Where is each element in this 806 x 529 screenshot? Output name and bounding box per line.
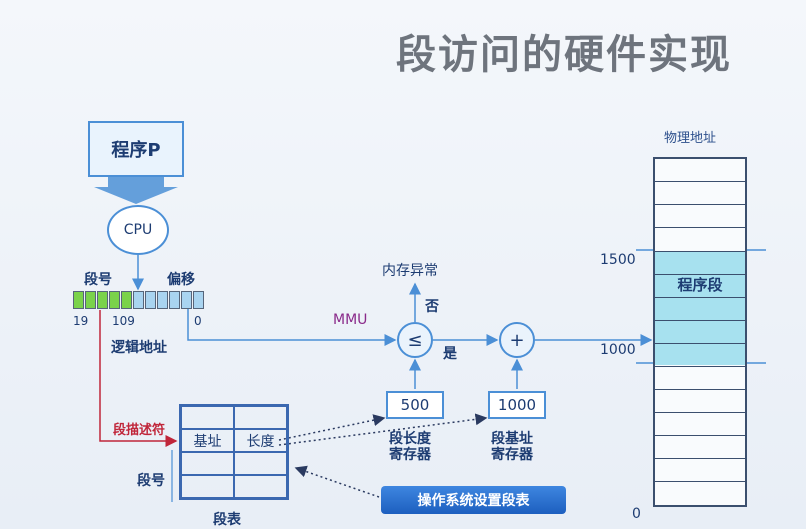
memory-row-divider (655, 435, 745, 436)
bit-cell (193, 291, 204, 309)
mmu-label: MMU (333, 312, 368, 328)
page-title: 段访问的硬件实现 (396, 32, 732, 78)
program-box: 程序P (88, 121, 184, 177)
address-0-label: 0 (632, 506, 641, 522)
segment-number-label: 段号 (84, 272, 112, 288)
bit-cell (133, 291, 144, 309)
bit-cell (157, 291, 168, 309)
seg-base-line1: 段基址 (491, 431, 533, 447)
bit-cell (73, 291, 84, 309)
memory-row-divider (655, 458, 745, 459)
segment-table-cell (234, 452, 287, 475)
segment-table: 基址 长度 (179, 404, 289, 500)
bit-cell (145, 291, 156, 309)
seg-length-line2: 寄存器 (389, 447, 431, 463)
logical-address-label: 逻辑地址 (111, 340, 167, 356)
segment-descriptor-label: 段描述符 (113, 423, 166, 438)
offset-label: 偏移 (167, 272, 195, 288)
memory-row-divider (655, 204, 745, 205)
memory-row-divider (655, 251, 745, 252)
segment-table-cell (181, 452, 234, 475)
memory-row-divider (655, 389, 745, 390)
compare-operator: ≤ (397, 322, 433, 358)
memory-row-divider (655, 343, 745, 344)
program-to-cpu-arrow (94, 177, 178, 204)
segment-table-base-header: 基址 (181, 429, 234, 452)
address-1500-label: 1500 (600, 252, 636, 268)
memory-row-divider (655, 297, 745, 298)
segment-length-register-label: 段长度 寄存器 (389, 431, 431, 463)
bit-0-label: 0 (194, 314, 202, 328)
bit-cell (85, 291, 96, 309)
segnum-to-table-line (99, 310, 178, 447)
segment-table-label: 段表 (213, 512, 241, 528)
segment-base-register: 1000 (488, 391, 546, 419)
memory-row-divider (655, 366, 745, 367)
no-label: 否 (425, 299, 439, 315)
memory-row-divider (655, 227, 745, 228)
memory-row-divider (655, 274, 745, 275)
cpu-circle: CPU (107, 205, 169, 255)
memory-exception-label: 内存异常 (382, 263, 438, 279)
offset-to-compare-line (187, 309, 397, 346)
bit-cell (121, 291, 132, 309)
add-operator: + (499, 322, 535, 358)
logical-address-bits (73, 291, 205, 309)
segment-table-cell (234, 475, 287, 498)
memory-row-divider (655, 320, 745, 321)
segment-table-cell (234, 406, 287, 429)
bit-cell (109, 291, 120, 309)
segment-table-cell (181, 406, 234, 429)
memory-row-divider (655, 481, 745, 482)
segment-table-cell (181, 475, 234, 498)
physical-address-label: 物理地址 (664, 131, 717, 146)
program-segment-label: 程序段 (677, 276, 723, 294)
seg-base-line2: 寄存器 (491, 447, 533, 463)
memory-row-divider (655, 181, 745, 182)
seg-length-line1: 段长度 (389, 431, 431, 447)
bit-cell (97, 291, 108, 309)
segment-length-register: 500 (386, 391, 444, 419)
memory-row-divider (655, 412, 745, 413)
segment-table-side-label: 段号 (137, 473, 165, 489)
physical-memory: 程序段 (653, 157, 747, 507)
os-to-table-dotted (294, 465, 380, 498)
bit-109-label: 109 (112, 314, 135, 328)
segment-table-length-header: 长度 (234, 429, 287, 452)
bit-cell (169, 291, 180, 309)
os-set-segment-table-button[interactable]: 操作系统设置段表 (381, 486, 566, 514)
bit-cell (181, 291, 192, 309)
address-1000-label: 1000 (600, 342, 636, 358)
table-to-base-reg-dotted (278, 413, 488, 446)
bit-19-label: 19 (73, 314, 89, 328)
program-segment-block (655, 252, 745, 365)
segment-base-register-label: 段基址 寄存器 (491, 431, 533, 463)
table-to-length-reg-dotted (278, 414, 386, 441)
yes-label: 是 (443, 346, 457, 362)
